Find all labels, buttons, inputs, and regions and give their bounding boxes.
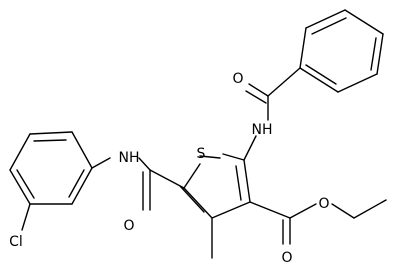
ester-o-carbonyl-label: O	[281, 250, 292, 266]
ester-o-single-label: O	[318, 196, 329, 212]
carbonyl-o-amide-label: O	[123, 218, 134, 234]
benzoyl-amide-group	[243, 67, 301, 161]
amide-nh-left-label: NH	[119, 150, 140, 166]
chlorophenyl-ring	[9, 131, 93, 231]
carbonyl-o-benzoyl-label: O	[232, 71, 243, 87]
thiophene-ring	[179, 153, 251, 219]
ethyl-ester-group	[249, 199, 387, 245]
sulfur-label: S	[197, 146, 206, 162]
benzoyl-phenyl-ring	[299, 9, 384, 93]
anilide-amide-group	[91, 157, 185, 211]
amide-nh-top-label: NH	[252, 122, 273, 138]
chlorine-label: Cl	[9, 234, 23, 250]
